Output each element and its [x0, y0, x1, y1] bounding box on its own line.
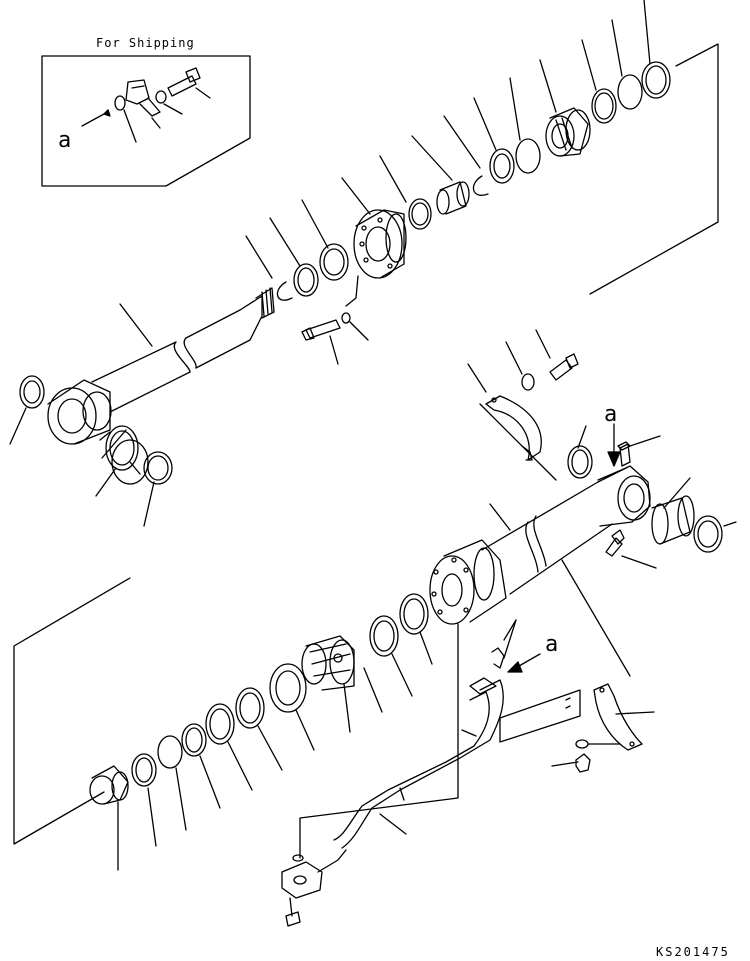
head-ring-3: [515, 138, 541, 174]
tube-flange: [429, 555, 475, 625]
rod-body: [91, 341, 191, 413]
middle-leaders: [489, 425, 737, 569]
head-ring-1: [408, 198, 432, 230]
u-clamp: [593, 683, 643, 751]
inset-frame: [41, 55, 251, 187]
piston: [545, 115, 575, 157]
snap-ring: [276, 281, 293, 301]
clamp-group: [467, 329, 579, 481]
inset-washer: [114, 95, 126, 111]
cylinder-head: [353, 209, 403, 279]
piston-ring-3: [641, 61, 671, 99]
rod-packing-2: [319, 243, 349, 281]
foot-seal: [693, 515, 723, 553]
tube-body: [481, 481, 613, 595]
piston-ring-2: [617, 74, 643, 110]
piston-rod-assembly: [19, 43, 719, 485]
rod-eye-seal: [19, 375, 45, 409]
hex-nut: [575, 753, 591, 773]
pipe-upper-clamp: [491, 647, 505, 669]
lower-ring-2: [369, 615, 399, 657]
head-ring-2: [489, 148, 515, 184]
pipe-flange: [281, 861, 323, 899]
tube-seal: [567, 445, 593, 479]
lower-ring-4: [157, 735, 183, 769]
lower-leaders: [117, 631, 433, 871]
inset-lock-plate: [125, 79, 150, 105]
callout-a-upper: a: [604, 402, 618, 427]
lower-ring-5: [131, 753, 157, 787]
o-ring: [292, 854, 304, 862]
inset-washer-2: [155, 90, 167, 104]
head-bolt: [305, 319, 341, 339]
head-bushing: [439, 181, 467, 215]
assembly-bracket: [589, 43, 719, 295]
grease-fitting-top: [619, 443, 631, 467]
lower-packing-1: [269, 663, 307, 713]
lower-packing-3: [205, 703, 235, 745]
inset-title: For Shipping: [96, 36, 195, 50]
pipe-bracket-plate: [499, 689, 581, 743]
head-washer: [341, 312, 351, 324]
grease-nipple: [605, 537, 623, 557]
lower-ring-3: [181, 723, 207, 757]
lower-bushing: [89, 775, 115, 805]
cylinder-tube: [429, 423, 723, 677]
clamp-bolt: [549, 359, 573, 381]
rod-dust-seal: [143, 451, 173, 485]
inset-screw: [81, 113, 105, 127]
flange-bolt: [289, 897, 293, 917]
tube-bracket-line: [561, 559, 631, 677]
clamp-washer: [521, 373, 535, 391]
foot-bushing: [651, 497, 691, 545]
drawing-code: KS201475: [656, 945, 730, 959]
hydraulic-pipe: [341, 679, 504, 849]
rod-thread: [255, 287, 275, 319]
head-snap-ring: [472, 175, 489, 196]
rod-bushing: [105, 425, 139, 471]
shipping-inset: [41, 55, 251, 187]
nut-washer: [575, 739, 589, 749]
inset-bolt: [167, 75, 197, 97]
pipe-connection-line: [299, 623, 459, 859]
upper-leaders: [9, 0, 651, 527]
piston-ring-1: [591, 88, 617, 124]
rod-packing-1: [293, 263, 319, 297]
pipe-assembly: [281, 619, 655, 927]
lower-ring-1: [399, 593, 429, 635]
callout-a-lower: a: [545, 632, 559, 657]
lower-packing-2: [235, 687, 265, 729]
lower-bracket: [13, 577, 131, 845]
clamp-bracket-line: [479, 403, 557, 481]
lower-piston-stack: [13, 577, 429, 845]
callout-a-inset: a: [58, 128, 72, 153]
pipe-clamp: [485, 395, 542, 461]
